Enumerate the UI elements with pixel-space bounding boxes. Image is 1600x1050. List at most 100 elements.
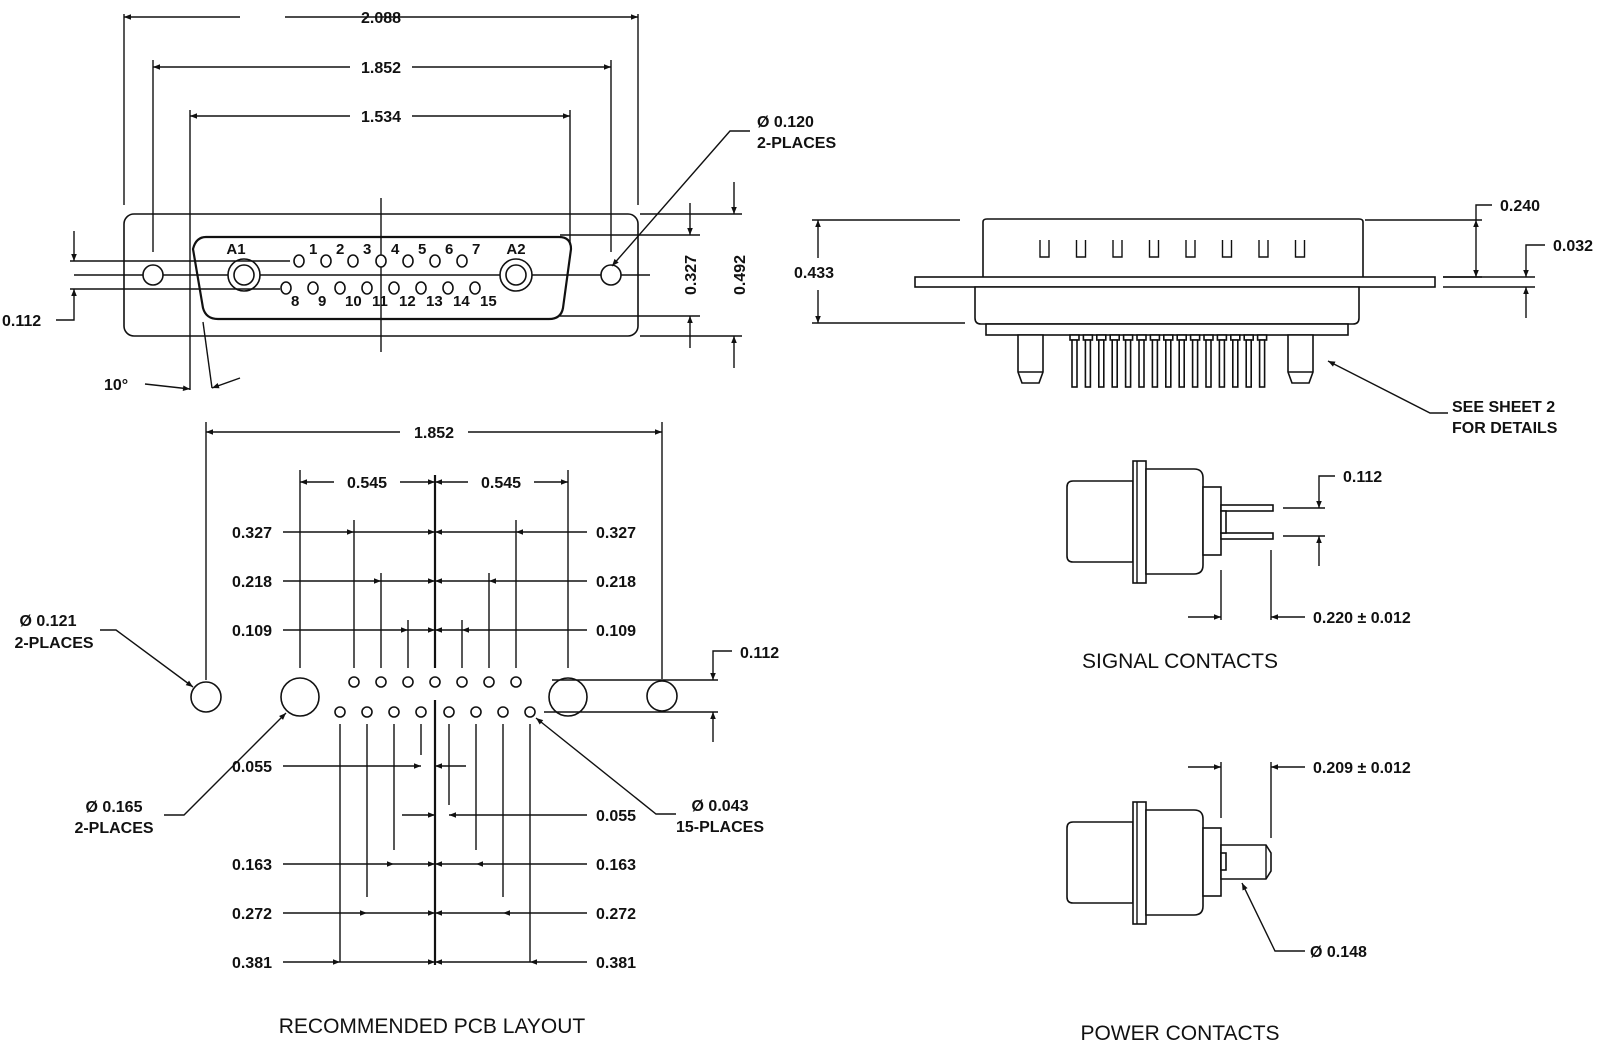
side-signal-pin bbox=[1245, 339, 1252, 388]
side-slot bbox=[1258, 240, 1269, 258]
side-slot bbox=[1148, 240, 1160, 258]
pcb-dim-left: 0.163 bbox=[232, 857, 272, 874]
side-signal-pin bbox=[1124, 339, 1132, 388]
pcb-dim-right: 0.109 bbox=[596, 623, 636, 640]
pcb-signal-hole bbox=[429, 676, 441, 688]
front-pin-number: 3 bbox=[363, 241, 371, 258]
front-pin-hole bbox=[402, 254, 414, 268]
dim-shell-width: 1.534 bbox=[361, 109, 401, 126]
pcb-dim-right: 0.272 bbox=[596, 906, 636, 923]
side-signal-pin bbox=[1138, 339, 1145, 388]
side-signal-pin bbox=[1151, 339, 1159, 388]
dim-line bbox=[144, 383, 191, 392]
front-pin-hole bbox=[361, 281, 373, 295]
signal-pin-key bbox=[1220, 510, 1227, 534]
power-pin bbox=[1220, 844, 1272, 880]
pcb-signal-hole bbox=[483, 676, 495, 688]
leader-line bbox=[164, 712, 287, 816]
power-contact-a2-inner bbox=[505, 264, 527, 286]
side-slot bbox=[1075, 240, 1087, 258]
front-pin-hole bbox=[375, 254, 387, 268]
side-signal-pin bbox=[1191, 339, 1199, 388]
pcb-layout-title: RECOMMENDED PCB LAYOUT bbox=[279, 1015, 586, 1038]
side-power-pin-right bbox=[1287, 334, 1314, 384]
note-line-1: SEE SHEET 2 bbox=[1452, 399, 1555, 416]
side-signal-pin bbox=[1205, 339, 1212, 388]
leader-line bbox=[100, 629, 194, 688]
mount-hole-right bbox=[600, 264, 622, 286]
side-signal-pin bbox=[1232, 339, 1239, 388]
note-line-2: FOR DETAILS bbox=[1452, 420, 1558, 437]
pcb-signal-hole bbox=[456, 676, 468, 688]
side-slot bbox=[1185, 240, 1196, 258]
pcb-extension-lines bbox=[339, 520, 531, 962]
signal-pin-top bbox=[1220, 504, 1274, 512]
front-pin-hole bbox=[307, 281, 319, 295]
pcb-power-hole-left bbox=[280, 677, 320, 717]
pcb-dim-right: 0.327 bbox=[596, 525, 636, 542]
signal-pin-bottom bbox=[1220, 532, 1274, 540]
power-diameter: Ø 0.148 bbox=[1310, 944, 1367, 961]
leader-line bbox=[535, 717, 676, 815]
dim-line bbox=[56, 289, 77, 321]
leader-line bbox=[611, 130, 750, 267]
pcb-dim-right: 0.163 bbox=[596, 857, 636, 874]
side-slots bbox=[1039, 240, 1306, 258]
pcb-callout-power-dia: Ø 0.165 bbox=[86, 799, 143, 816]
power-contact-insulator bbox=[1202, 827, 1222, 897]
side-view: 0.433 0.240 0.032 SEE SHEET 2 FOR DETAIL… bbox=[794, 198, 1593, 437]
pcb-power-hole-right bbox=[548, 677, 588, 717]
front-pin-hole bbox=[320, 254, 332, 268]
pcb-signal-holes bbox=[334, 676, 536, 718]
front-pin-number: 6 bbox=[445, 241, 453, 258]
power-contact-housing bbox=[1145, 809, 1204, 916]
dim-line bbox=[1475, 204, 1492, 220]
front-pin-number: 1 bbox=[309, 241, 317, 258]
pcb-dim-left: 0.381 bbox=[232, 955, 272, 972]
pcb-dim-row-spacing: 0.112 bbox=[740, 645, 779, 662]
signal-contacts-title: SIGNAL CONTACTS bbox=[1082, 650, 1278, 673]
callout-mount-hole-dia: Ø 0.120 bbox=[757, 114, 814, 131]
dim-overall-height: 0.433 bbox=[794, 265, 834, 282]
pcb-mount-hole-right bbox=[646, 680, 678, 712]
pcb-signal-hole bbox=[361, 706, 373, 718]
front-pin-hole bbox=[280, 281, 292, 295]
pcb-signal-hole bbox=[443, 706, 455, 718]
power-contact-flange bbox=[1132, 801, 1147, 925]
dim-mount-hole-spacing: 1.852 bbox=[361, 60, 401, 77]
side-shell-top bbox=[982, 218, 1364, 282]
side-slot bbox=[1039, 240, 1050, 258]
side-signal-pin bbox=[1098, 339, 1105, 388]
front-pin-number: 11 bbox=[372, 293, 388, 310]
front-pin-hole bbox=[456, 254, 468, 268]
front-pin-hole bbox=[429, 254, 441, 268]
pcb-dim-power-left: 0.545 bbox=[347, 475, 387, 492]
signal-pitch: 0.112 bbox=[1343, 469, 1382, 486]
side-signal-pin bbox=[1218, 339, 1226, 388]
side-slot bbox=[1294, 240, 1306, 258]
side-signal-pins bbox=[1069, 334, 1268, 388]
front-pin-number: 14 bbox=[453, 293, 470, 310]
front-pin-number: 10 bbox=[345, 293, 362, 310]
front-pin-hole bbox=[293, 254, 305, 268]
signal-contact-detail: 0.112 0.220 ± 0.012 SIGNAL CONTACTS bbox=[1066, 460, 1411, 673]
pcb-signal-hole bbox=[510, 676, 522, 688]
pcb-dim-left: 0.218 bbox=[232, 574, 272, 591]
dim-line bbox=[710, 650, 732, 680]
ext-line bbox=[202, 321, 213, 389]
label-a2: A2 bbox=[506, 241, 525, 258]
pcb-callout-mount-dia: Ø 0.121 bbox=[20, 613, 77, 630]
front-pin-number: 8 bbox=[291, 293, 299, 310]
pcb-dim-left: 0.272 bbox=[232, 906, 272, 923]
signal-length: 0.220 ± 0.012 bbox=[1313, 610, 1411, 627]
signal-contact-flange bbox=[1132, 460, 1147, 584]
side-insulator bbox=[985, 323, 1349, 336]
side-flange bbox=[914, 276, 1436, 288]
callout-mount-hole-qty: 2-PLACES bbox=[757, 135, 836, 152]
pcb-dim-right: 0.381 bbox=[596, 955, 636, 972]
pcb-mount-hole-left bbox=[190, 681, 222, 713]
